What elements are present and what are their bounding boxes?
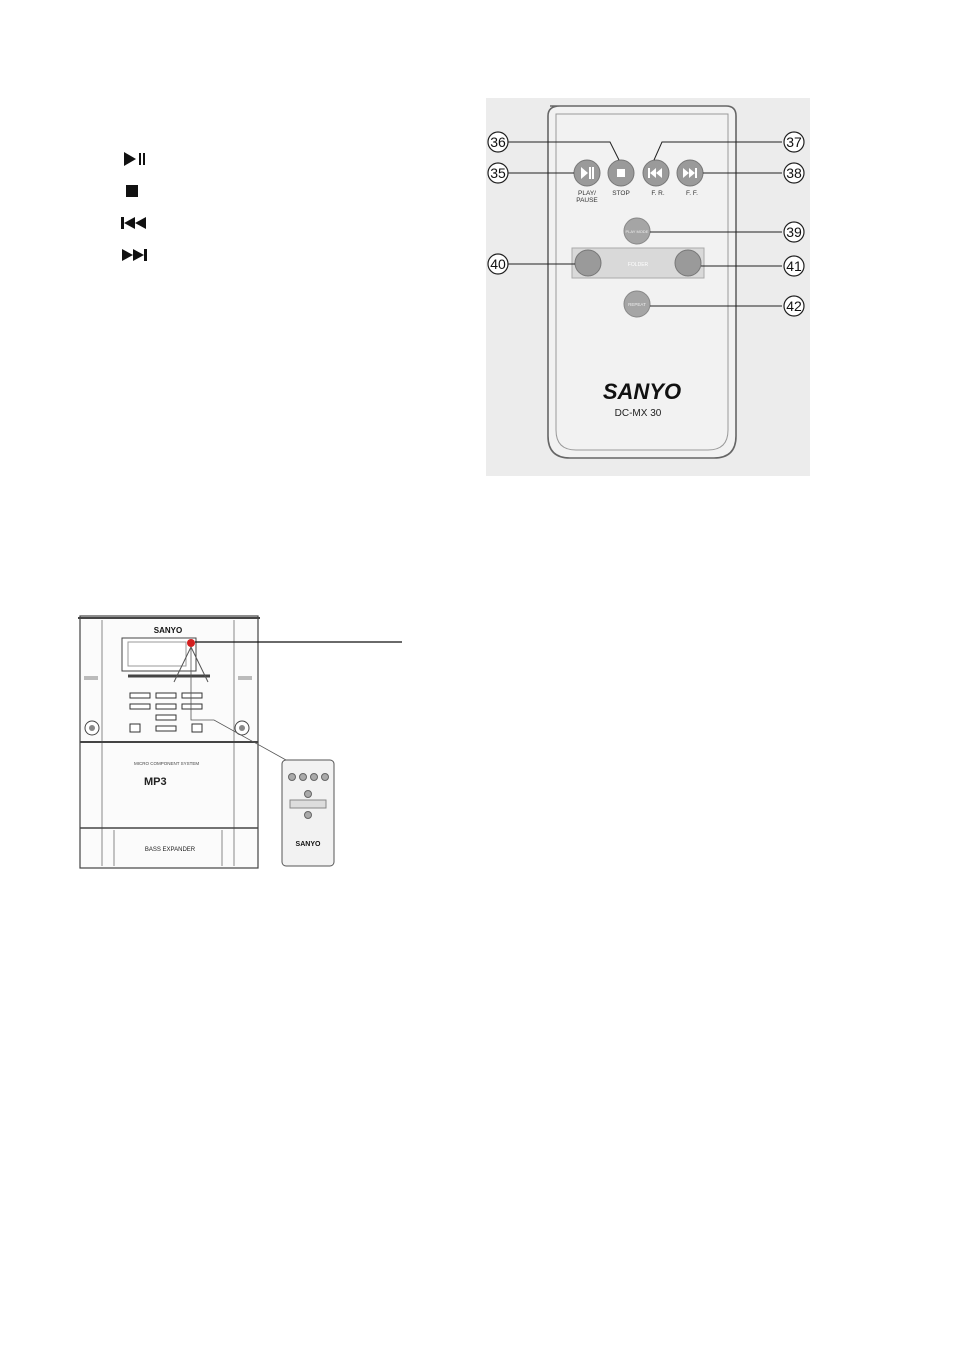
callout-40-label: 40 <box>490 256 506 272</box>
callout-42: 42 <box>783 295 805 317</box>
stop-icon <box>118 182 150 200</box>
unit-caption: MICRO COMPONENT SYSTEM <box>134 761 199 766</box>
fast-forward-label: F. F. <box>686 190 698 197</box>
callout-36-label: 36 <box>490 134 506 150</box>
fast-forward-button <box>676 159 704 187</box>
callout-38-label: 38 <box>786 165 802 181</box>
callout-39-label: 39 <box>786 224 802 240</box>
micro-system-figure: SANYO MICRO COMPONENT SYSTEM MP3 BASS EX… <box>78 615 402 869</box>
callout-40: 40 <box>487 253 509 275</box>
stop-label: STOP <box>612 190 630 197</box>
unit-mp3-logo: MP3 <box>144 776 167 788</box>
callout-39: 39 <box>783 221 805 243</box>
play-pause-label-2: PAUSE <box>576 197 598 204</box>
folder-up-button <box>674 249 702 277</box>
play-mode-button <box>623 217 651 245</box>
callout-37: 37 <box>783 131 805 153</box>
folder-label: FOLDER <box>628 262 649 268</box>
skip-back-icon <box>118 214 150 232</box>
play-pause-button <box>573 159 601 187</box>
play-mode-label: PLAY MODE <box>626 229 649 234</box>
play-pause-label-1: PLAY/ <box>578 190 596 197</box>
remote-body <box>547 105 737 459</box>
callout-41: 41 <box>783 255 805 277</box>
callout-35-label: 35 <box>490 165 506 181</box>
callout-leaders <box>508 141 782 307</box>
stop-button <box>607 159 635 187</box>
unit-brand-logo: SANYO <box>154 626 182 635</box>
remote-model: DC-MX 30 <box>615 408 662 419</box>
fast-reverse-label: F. R. <box>651 190 665 197</box>
unit-bass-expander: BASS EXPANDER <box>145 847 196 853</box>
repeat-button <box>623 290 651 318</box>
folder-down-button <box>574 249 602 277</box>
callout-41-label: 41 <box>786 258 802 274</box>
skip-forward-icon <box>118 246 150 264</box>
callout-36: 36 <box>487 131 509 153</box>
unit-button-grid <box>129 692 203 732</box>
small-remote-brand: SANYO <box>296 841 321 848</box>
callout-38: 38 <box>783 162 805 184</box>
callout-37-label: 37 <box>786 134 802 150</box>
remote-control-figure: PLAY/ PAUSE STOP F. R. F. F. PLAY MODE F… <box>486 98 810 476</box>
ir-sensor <box>187 639 195 647</box>
repeat-label: REPEAT <box>628 302 646 307</box>
remote-brand-logo: SANYO <box>603 379 681 404</box>
callout-35: 35 <box>487 162 509 184</box>
play-pause-icon <box>118 150 150 168</box>
callout-42-label: 42 <box>786 298 802 314</box>
fast-reverse-button <box>642 159 670 187</box>
